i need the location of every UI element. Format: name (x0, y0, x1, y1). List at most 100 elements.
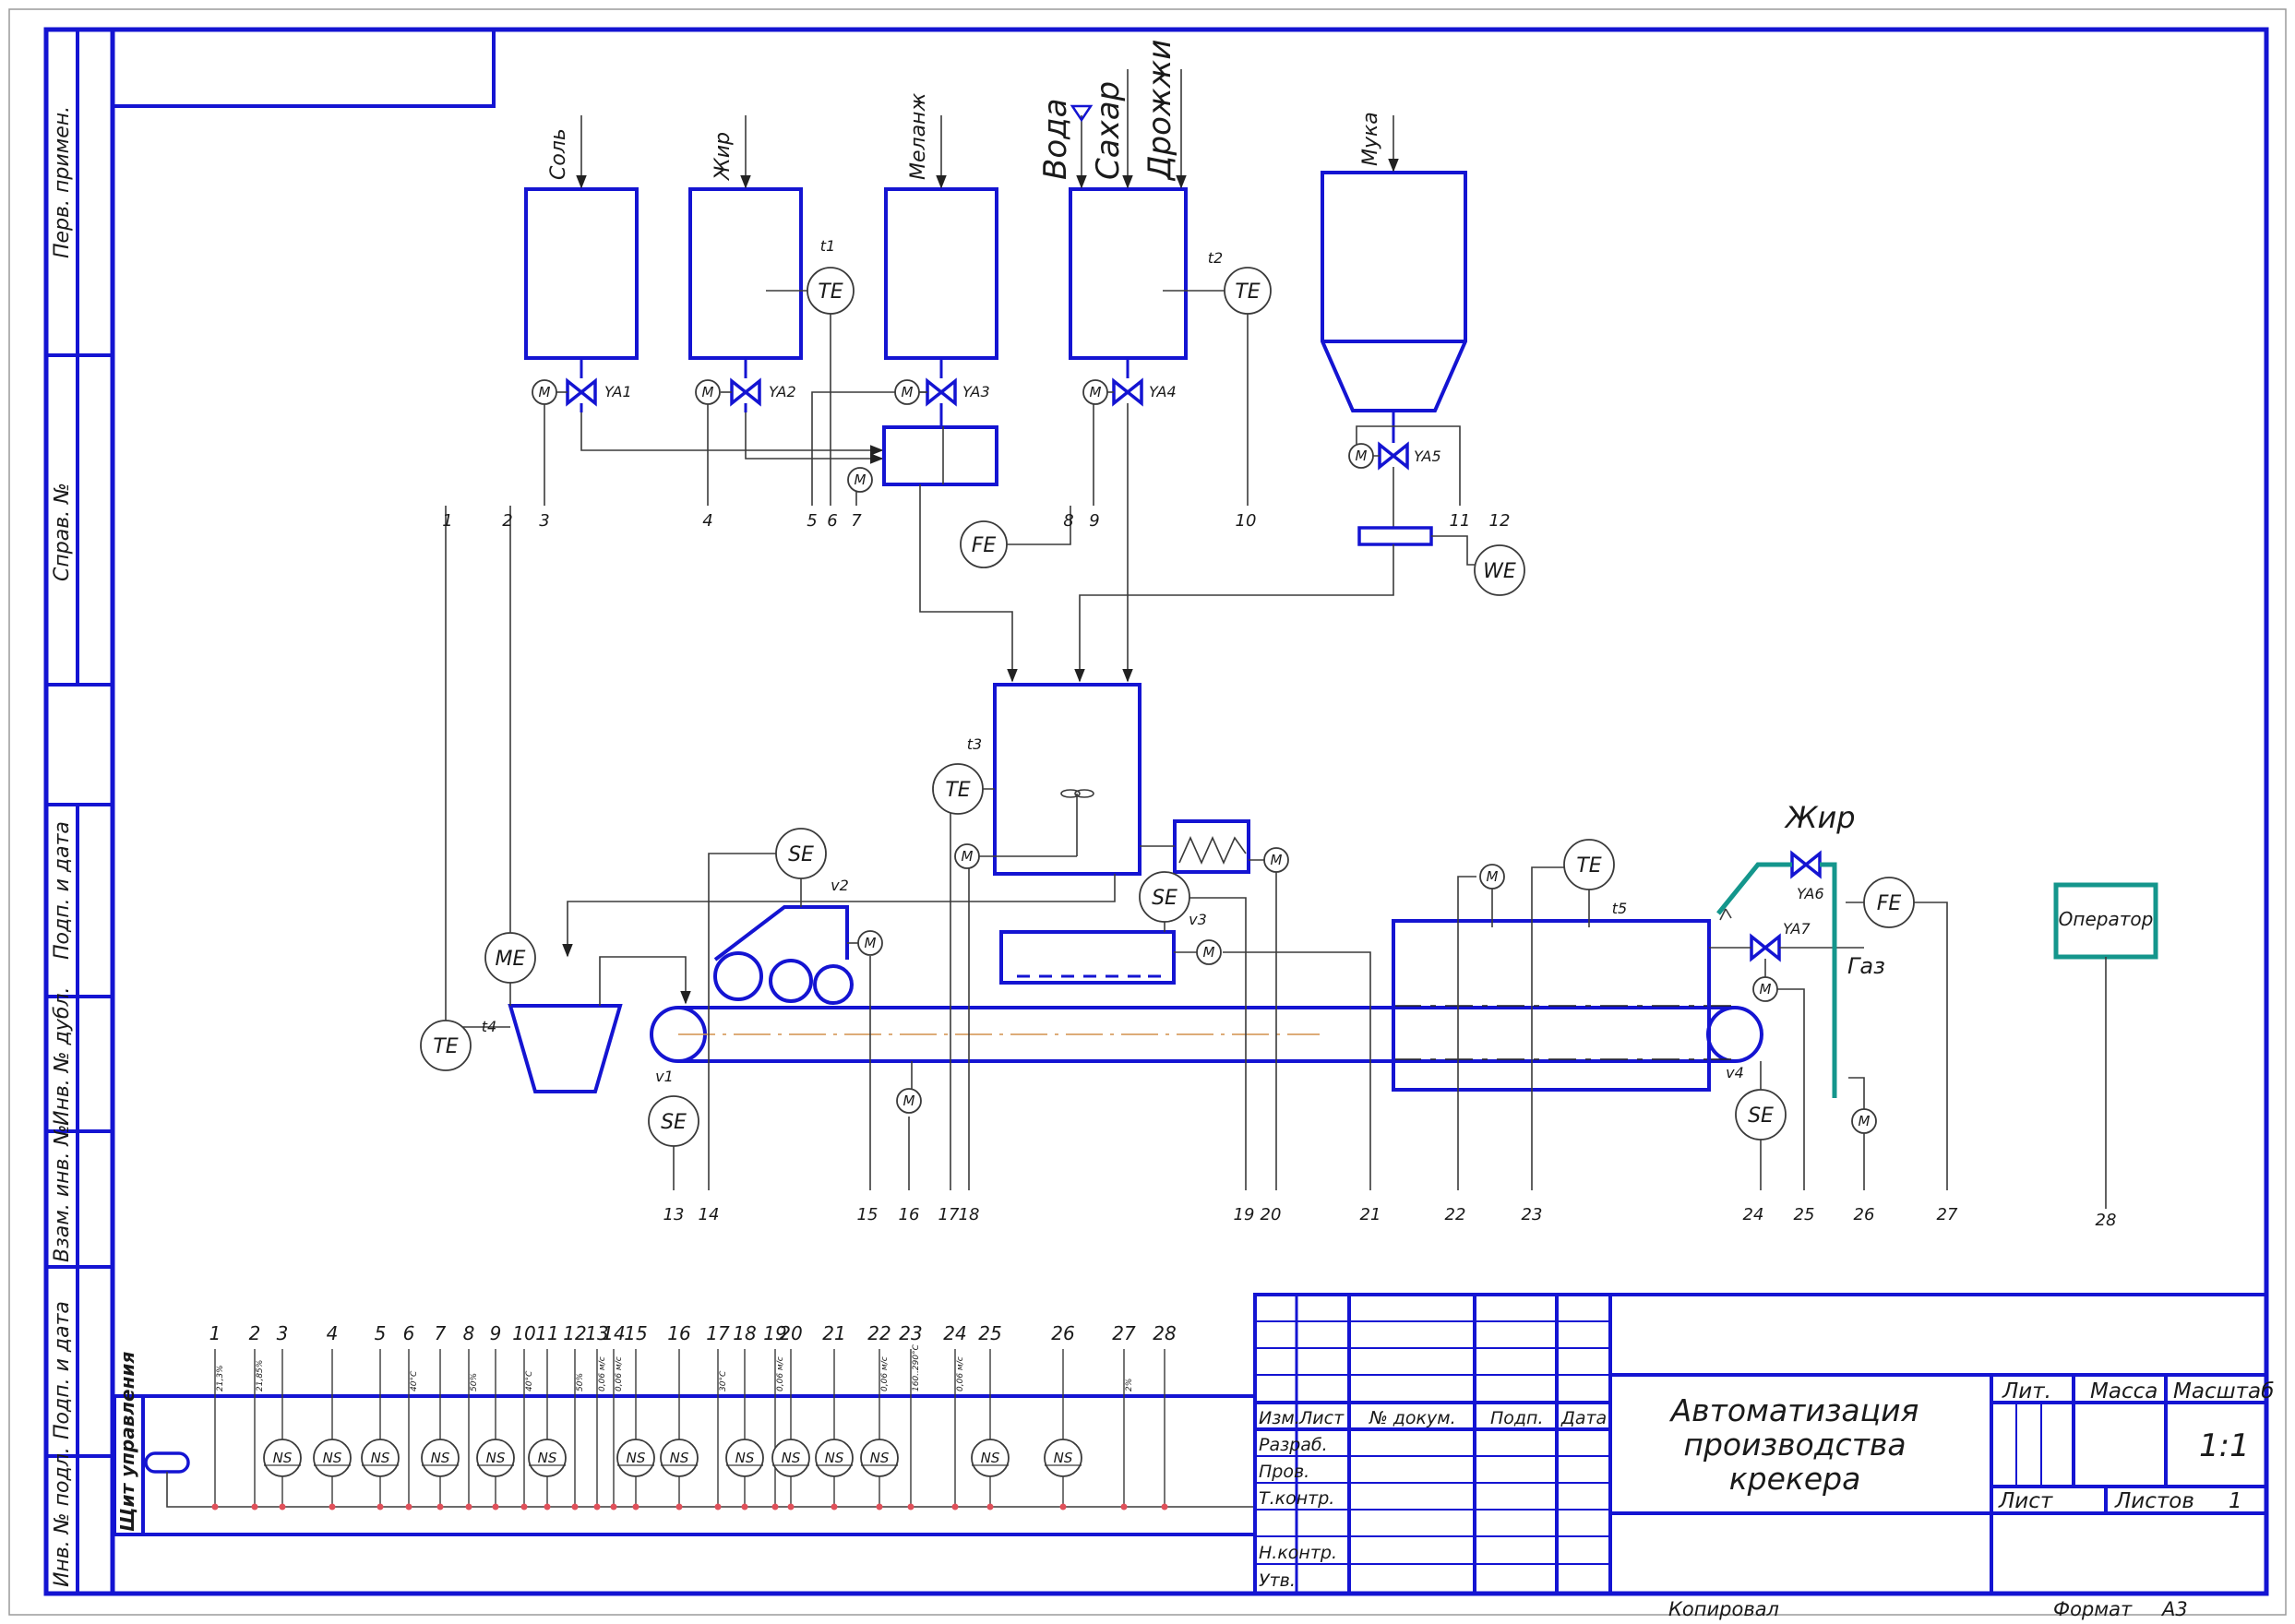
svg-text:M: M (1271, 852, 1283, 868)
svg-text:t2: t2 (1208, 249, 1223, 267)
panel-number: 19 (763, 1322, 786, 1344)
oven (1392, 919, 1711, 1092)
footer-copied: Копировал (1668, 1598, 1779, 1620)
motor-6: M (847, 467, 873, 493)
svg-text:M: M (1859, 1113, 1871, 1129)
panel-ns-label: NS (782, 1450, 801, 1466)
panel-terminal (492, 1503, 499, 1511)
svg-text:16: 16 (899, 1205, 920, 1224)
panel-terminal (831, 1503, 838, 1511)
svg-text:M: M (539, 384, 551, 400)
panel-setpoint: 0,06 м/с (615, 1356, 624, 1391)
tank-fat (688, 187, 803, 360)
motor-3: M (894, 379, 920, 405)
label-fat-line: Жир (1784, 800, 1856, 835)
svg-text:TE: TE (818, 281, 843, 304)
svg-text:M: M (1760, 981, 1772, 997)
tb-col-izm: Изм. (1259, 1408, 1300, 1428)
motor-14: M (1851, 1108, 1877, 1134)
svg-text:6: 6 (827, 511, 837, 531)
tb-row-dev: Разраб. (1259, 1435, 1328, 1455)
leader-numbers-upper: 1 2 3 4 5 6 7 8 9 10 11 12 (442, 511, 1510, 531)
footer-format: Формат (2053, 1598, 2133, 1620)
panel-terminal (986, 1503, 994, 1511)
panel-number: 21 (822, 1322, 845, 1344)
svg-text:28: 28 (2096, 1211, 2117, 1230)
tb-col-date: Дата (1560, 1408, 1607, 1428)
panel-ns-label: NS (981, 1450, 1000, 1466)
panel-setpoint: 0,06 м/с (598, 1356, 607, 1391)
sensor-te-t1: TE t1 (807, 237, 855, 315)
svg-text:8: 8 (1063, 511, 1073, 531)
motor-11: M (896, 1088, 922, 1114)
panel-terminal (377, 1503, 384, 1511)
svg-text:FE: FE (972, 534, 997, 557)
svg-text:1: 1 (442, 511, 452, 531)
svg-text:27: 27 (1937, 1205, 1958, 1224)
svg-text:21: 21 (1360, 1205, 1381, 1224)
motor-8: M (1263, 847, 1289, 873)
process-piping: Жир Газ Оператор (508, 403, 2158, 1209)
tb-scale: Масштаб (2173, 1379, 2274, 1403)
panel-number: 9 (490, 1322, 502, 1344)
label-melange: Меланж (907, 93, 930, 180)
svg-text:11: 11 (1450, 511, 1471, 531)
panel-terminal (787, 1503, 795, 1511)
label-flour: Мука (1359, 112, 1382, 166)
dough-hopper (508, 1004, 623, 1093)
valve-ya5-tag: YA5 (1414, 448, 1441, 465)
svg-text:4: 4 (702, 511, 712, 531)
svg-text:M: M (702, 384, 714, 400)
panel-number: 22 (867, 1322, 891, 1344)
svg-text:M: M (855, 472, 867, 488)
tank-water-sugar (1069, 187, 1188, 360)
panel-number: 20 (779, 1322, 802, 1344)
svg-text:M: M (902, 384, 914, 400)
svg-text:M: M (1203, 944, 1215, 961)
svg-text:SE: SE (1152, 887, 1177, 910)
label-water: Вода (1037, 99, 1074, 180)
tb-col-list: Лист (1298, 1408, 1345, 1428)
panel-setpoint: 40°C (525, 1370, 534, 1391)
valve-ya6: YA6 (1790, 850, 1824, 902)
label-yeast: Дрожжи (1142, 40, 1178, 182)
motor-12: M (1479, 864, 1505, 890)
side-label-sign-date-1: Подп. и дата (51, 821, 74, 960)
panel-ns-label: NS (627, 1450, 646, 1466)
label-salt: Соль (547, 128, 570, 180)
svg-text:26: 26 (1854, 1205, 1875, 1224)
panel-terminal (405, 1503, 412, 1511)
title-block: Изм. Лист № докум. Подп. Дата Разраб. Пр… (1253, 1293, 2274, 1595)
panel-setpoint: 0,06 м/с (956, 1356, 965, 1391)
panel-terminal (771, 1503, 779, 1511)
svg-text:SE: SE (788, 843, 814, 866)
panel-ns-label: NS (273, 1450, 293, 1466)
valve-ya3: YA3 (926, 358, 990, 426)
panel-ns-label: NS (825, 1450, 844, 1466)
tb-title-3: крекера (1729, 1461, 1861, 1497)
panel-number: 11 (535, 1322, 558, 1344)
svg-text:v2: v2 (831, 877, 849, 894)
panel-setpoint: 2% (1125, 1379, 1134, 1391)
panel-number: 14 (602, 1322, 625, 1344)
svg-text:SE: SE (1748, 1105, 1774, 1128)
conveyor-belt (650, 1005, 1763, 1063)
svg-text:t3: t3 (967, 735, 982, 753)
panel-number: 2 (249, 1322, 261, 1344)
panel-terminal (714, 1503, 722, 1511)
sensor-fe-dosing: FE (960, 520, 1008, 568)
panel-number: 12 (563, 1322, 586, 1344)
valve-ya3-tag: YA3 (962, 383, 990, 400)
tb-sheets-value: 1 (2229, 1489, 2242, 1513)
svg-text:14: 14 (699, 1205, 720, 1224)
side-label-first-use: Перв. примен. (51, 106, 74, 258)
valve-ya4: YA4 (1112, 358, 1177, 407)
panel-ns-label: NS (486, 1450, 506, 1466)
sheet-footer: Копировал Формат A3 (1668, 1598, 2188, 1620)
svg-text:t1: t1 (820, 237, 835, 255)
svg-text:M: M (903, 1093, 915, 1109)
